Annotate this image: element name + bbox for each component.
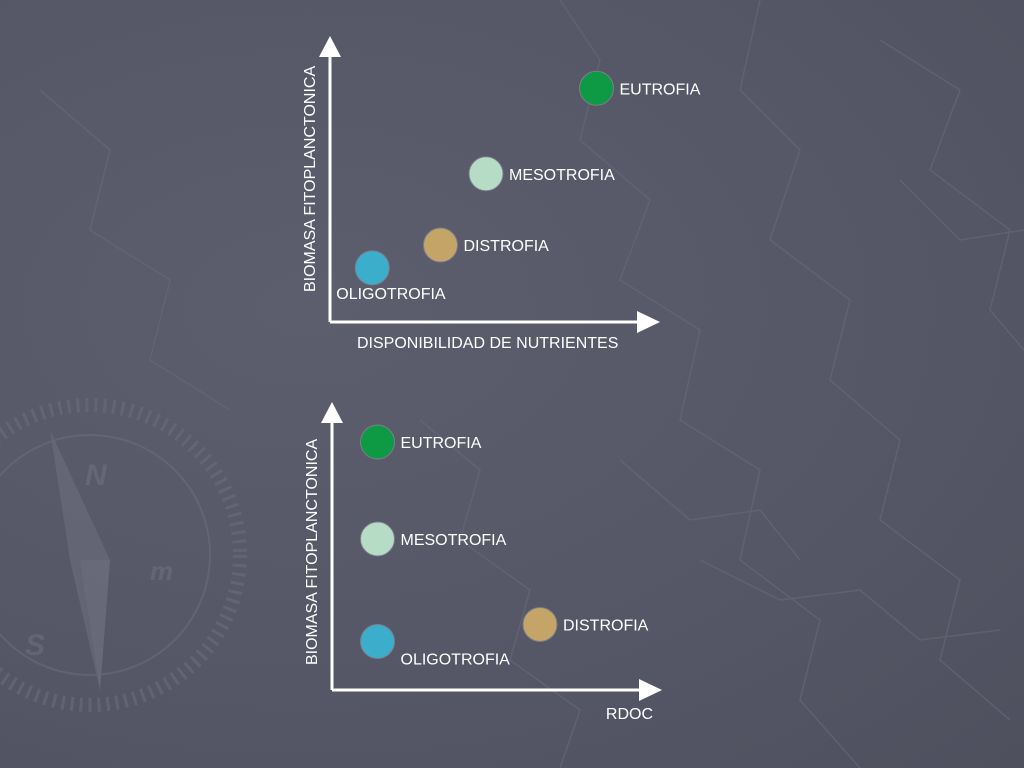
point-label-oligotrofia: OLIGOTROFIA	[401, 652, 511, 669]
point-label-oligotrofia: OLIGOTROFIA	[336, 286, 446, 303]
svg-text:S: S	[25, 629, 45, 662]
chart-rdoc-points: OLIGOTROFIA DISTROFIA MESOTROFIA EUTROFIA	[360, 424, 649, 669]
chart-rdoc-axes	[321, 402, 662, 701]
point-label-mesotrofia: MESOTROFIA	[401, 532, 507, 549]
point-label-distrofia: DISTROFIA	[563, 617, 649, 634]
chart-nutrients-points: OLIGOTROFIA DISTROFIA MESOTROFIA EUTROFIA	[336, 70, 701, 303]
y-axis-label: BIOMASA FITOPLANCTONICA	[302, 66, 319, 292]
point-distrofia	[522, 606, 558, 642]
compass-rose-icon: N S m	[0, 398, 247, 712]
background-contour-lines	[39, 0, 1024, 768]
point-label-eutrofia: EUTROFIA	[620, 81, 701, 98]
chart-nutrients-axes	[319, 36, 660, 333]
point-distrofia	[423, 227, 458, 263]
y-axis-arrow	[321, 402, 343, 423]
y-axis-label: BIOMASA FITOPLANCTONICA	[304, 439, 321, 665]
point-oligotrofia	[360, 624, 395, 660]
point-mesotrofia	[360, 521, 395, 557]
point-oligotrofia	[354, 250, 390, 286]
x-axis-arrow	[637, 311, 660, 333]
svg-text:m: m	[150, 556, 173, 586]
point-eutrofia	[360, 424, 395, 460]
x-axis-label: DISPONIBILIDAD DE NUTRIENTES	[357, 335, 618, 352]
point-eutrofia	[579, 70, 614, 106]
point-label-mesotrofia: MESOTROFIA	[509, 167, 615, 184]
point-label-eutrofia: EUTROFIA	[401, 435, 482, 452]
point-mesotrofia	[468, 156, 504, 192]
x-axis-label: RDOC	[606, 706, 653, 723]
y-axis-arrow	[319, 36, 341, 57]
x-axis-arrow	[639, 679, 662, 701]
point-label-distrofia: DISTROFIA	[464, 238, 550, 255]
svg-text:N: N	[85, 459, 108, 492]
